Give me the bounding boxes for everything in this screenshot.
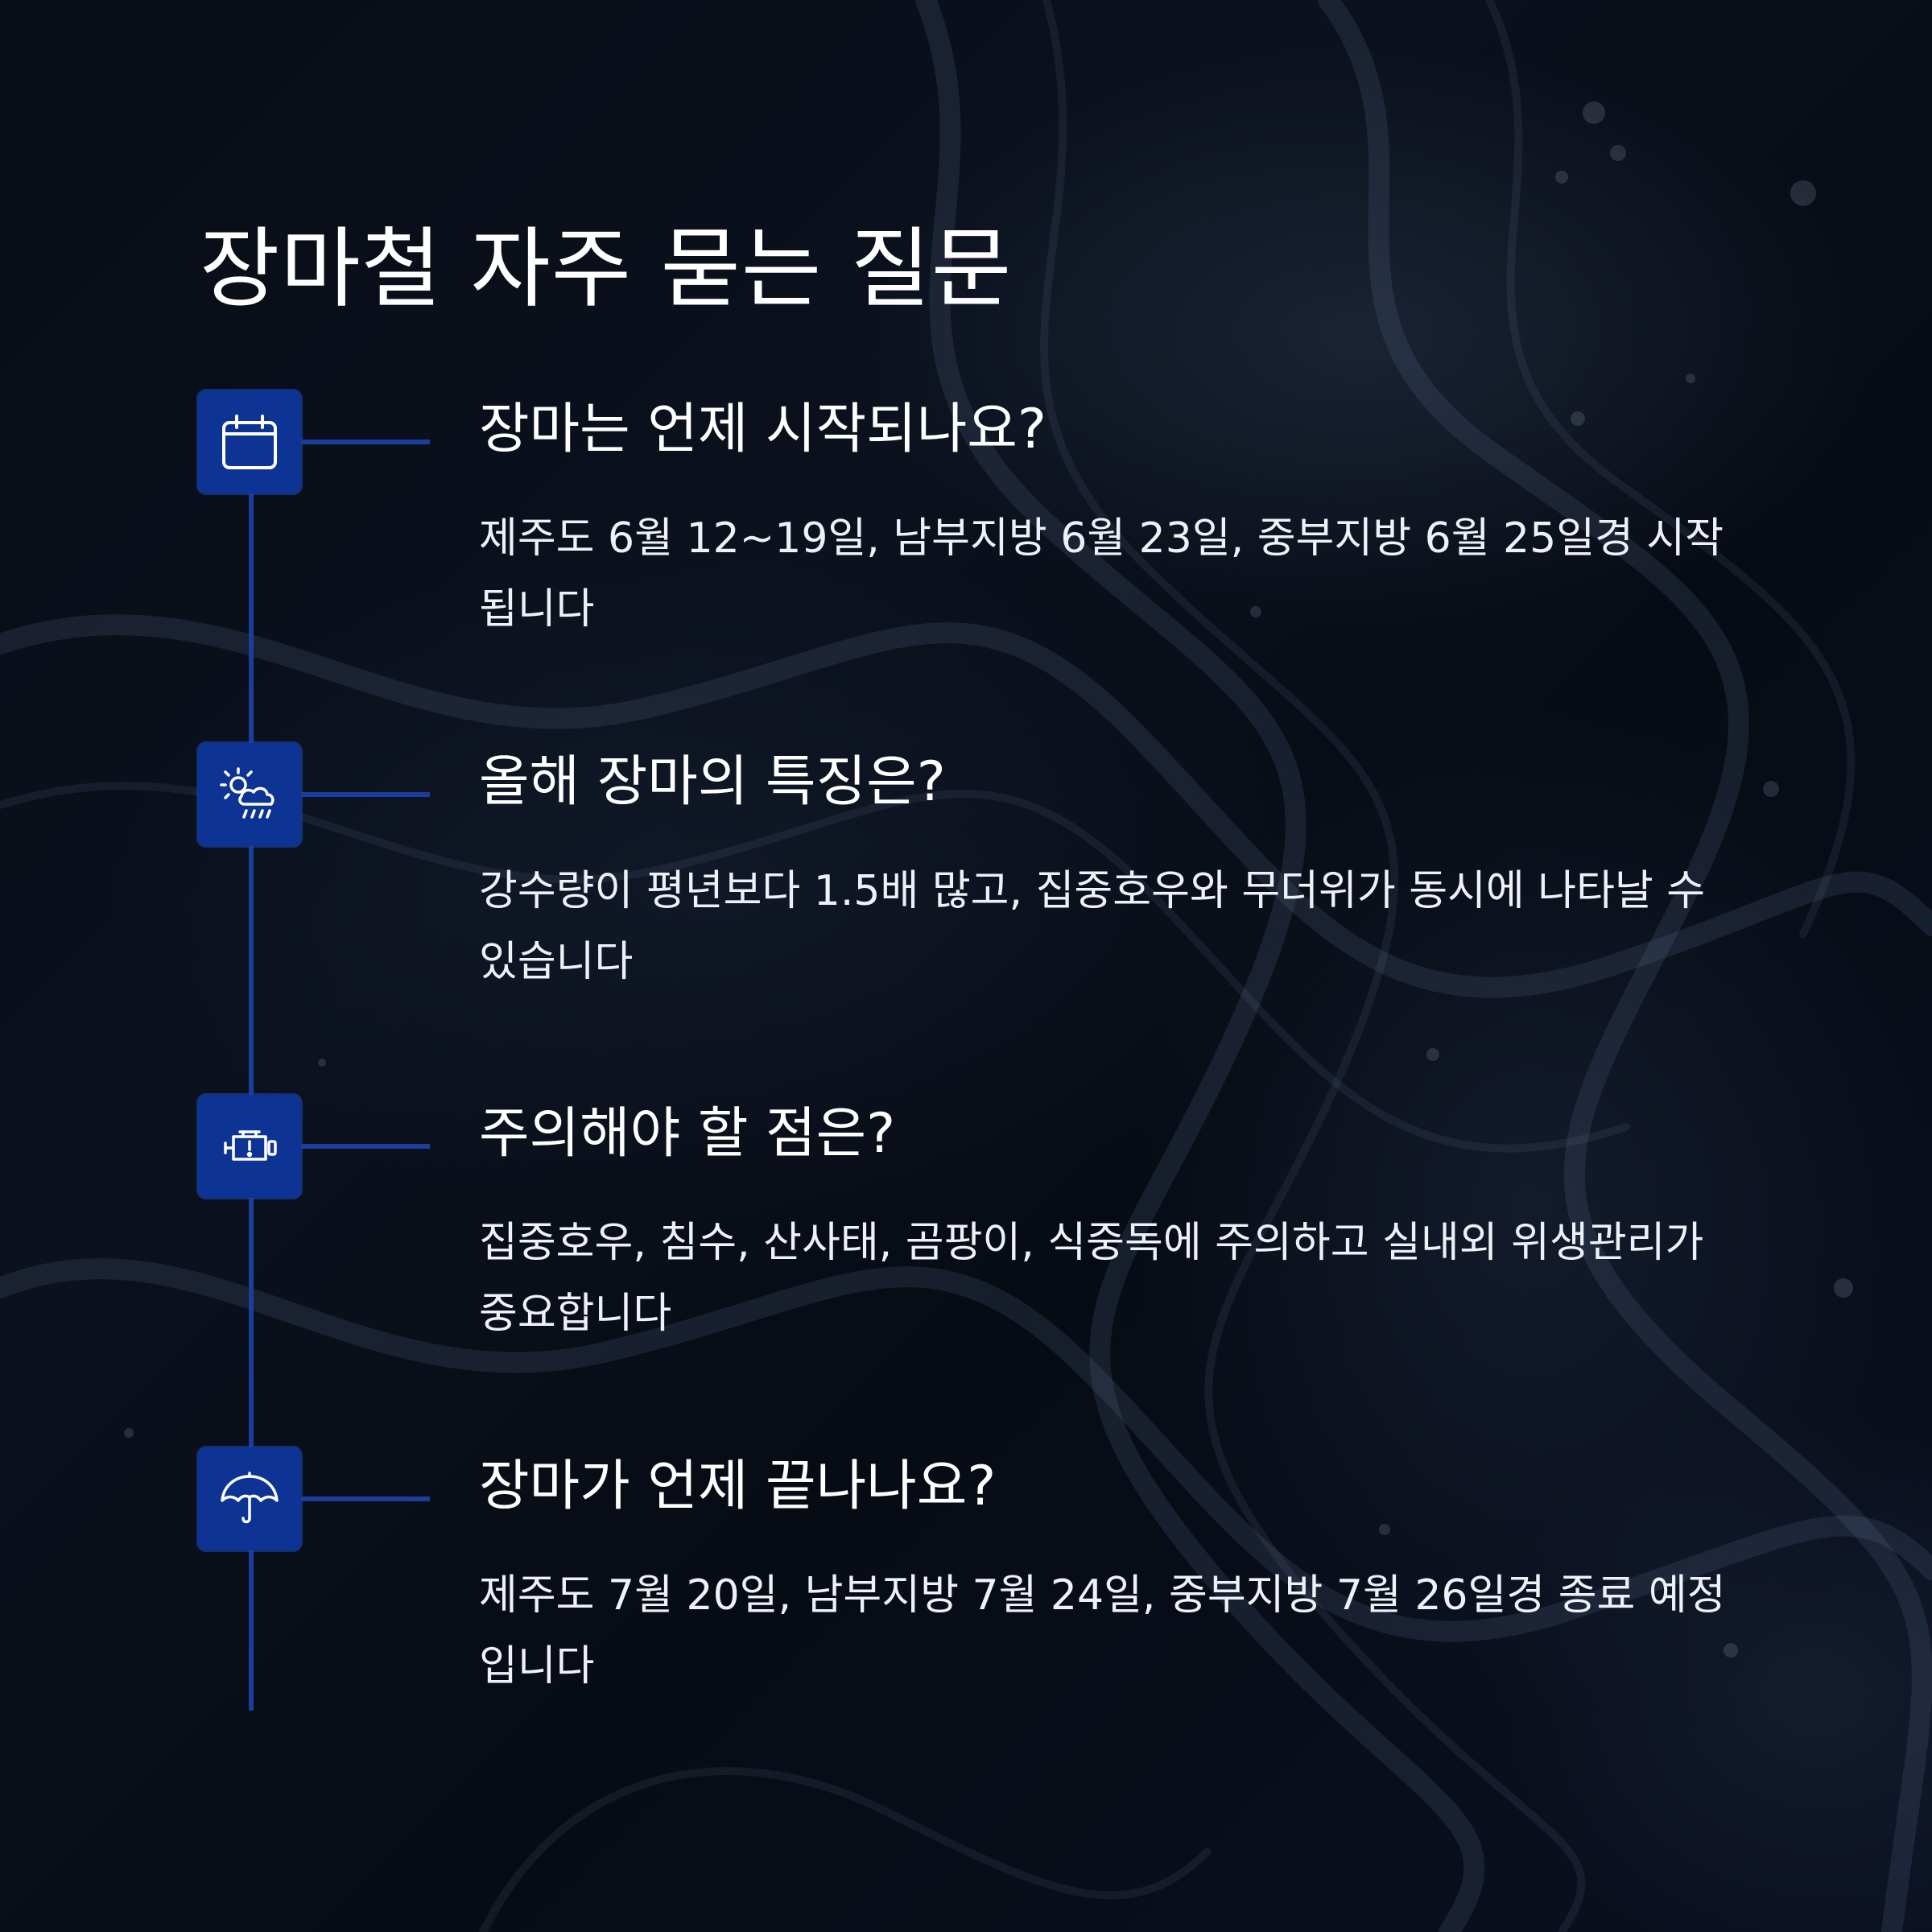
page-title: 장마철 자주 묻는 질문 <box>200 219 1013 320</box>
faq-icon-box <box>198 743 301 846</box>
engine-warning-icon <box>224 1130 277 1161</box>
faq-answer: 집중호우, 침수, 산사태, 곰팡이, 식중독에 주의하고 실내외 위생관리가 … <box>479 1219 1704 1338</box>
timeline-connector <box>301 792 430 797</box>
faq-icon-box <box>198 390 301 493</box>
timeline-connector <box>301 1144 430 1149</box>
timeline-connector <box>301 440 430 444</box>
timeline-connector <box>301 1496 430 1501</box>
faq-icon-box <box>198 1095 301 1198</box>
faq-question: 올해 장마의 특징은? <box>479 750 946 814</box>
faq-question: 주의해야 할 점은? <box>479 1102 896 1166</box>
faq-answer: 제주도 7월 20일, 남부지방 7월 24일, 중부지방 7월 26일경 종료… <box>479 1571 1726 1690</box>
faq-question: 장마가 언제 끝나나요? <box>479 1455 997 1518</box>
calendar-icon <box>222 415 277 469</box>
sun-cloud-rain-icon <box>220 767 275 819</box>
faq-icon-box <box>198 1447 301 1550</box>
faq-answer: 강수량이 평년보다 1.5배 많고, 집중호우와 무더위가 동시에 나타날 수 … <box>479 867 1706 986</box>
faq-question: 장마는 언제 시작되나요? <box>479 398 1046 461</box>
umbrella-icon <box>221 1472 279 1524</box>
faq-answer: 제주도 6월 12~19일, 남부지방 6월 23일, 중부지방 6월 25일경… <box>479 514 1724 634</box>
